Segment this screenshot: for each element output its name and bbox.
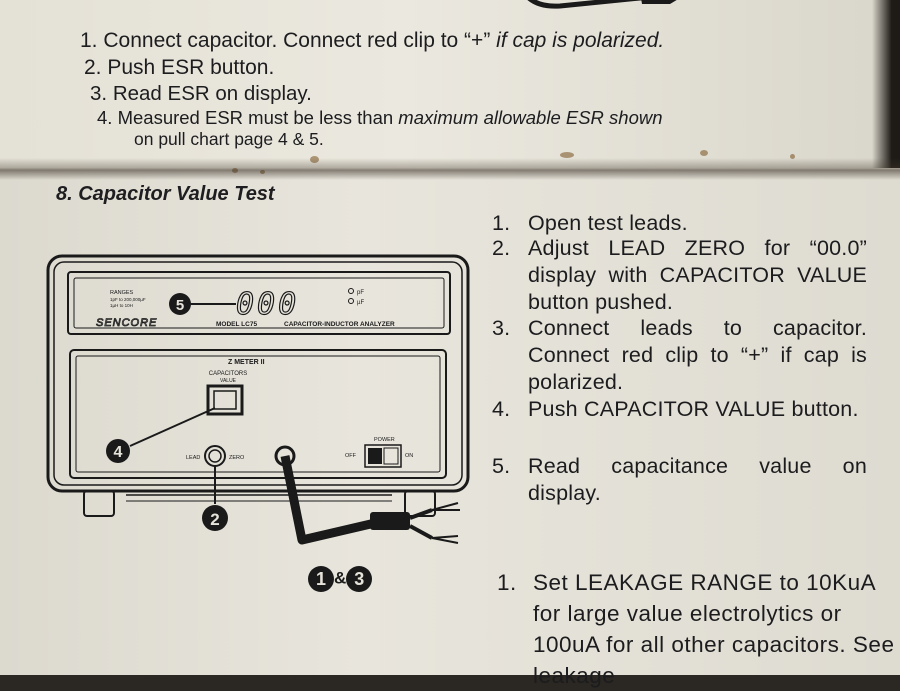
callout-3: 3: [346, 566, 373, 592]
instruction-1: 1.Open test leads.: [492, 211, 688, 235]
display-readout: 000: [236, 287, 299, 322]
ranges-line1: 1pF to 200,000µF: [110, 297, 146, 302]
ranges-label: RANGES: [110, 290, 134, 296]
on-label: ON: [405, 453, 413, 459]
instruction-3: 3.Connect leads to capacitor. Connect re…: [492, 316, 867, 394]
callout-legend: 1&3: [308, 566, 373, 592]
section-title: 8. Capacitor Value Test: [56, 183, 275, 205]
instruction-2: 2.Adjust LEAD ZERO for “00.0” display wi…: [492, 236, 867, 314]
ranges-line2: 1µH to 10H: [110, 303, 133, 308]
lead-label: LEAD: [186, 455, 200, 461]
leakage-instruction: 1.Set LEAKAGE RANGE to 10KuA for large v…: [497, 570, 895, 688]
power-label: POWER: [374, 437, 395, 443]
esr-step-1: 1. Connect capacitor. Connect red clip t…: [80, 29, 665, 52]
esr-step-3: 3. Read ESR on display.: [90, 82, 312, 105]
brand-logo: SENCORE: [96, 317, 157, 329]
callout-2: 2: [210, 510, 219, 529]
analyzer-name: CAPACITOR-INDUCTOR ANALYZER: [284, 321, 395, 328]
lc75-analyzer-diagram: RANGES 1pF to 200,000µF 1µH to 10H 5 000…: [46, 254, 470, 545]
callout-4: 4: [114, 444, 123, 461]
model-label: MODEL LC75: [216, 321, 257, 328]
esr-step-4-continued: on pull chart page 4 & 5.: [134, 129, 324, 149]
callout-1: 1: [308, 566, 334, 592]
esr-step-4: 4. Measured ESR must be less than maximu…: [97, 107, 663, 128]
legend-amp: &: [334, 568, 347, 588]
zero-label: ZERO: [229, 455, 245, 461]
test-clip-illustration: [527, 0, 677, 9]
instruction-4: 4.Push CAPACITOR VALUE button.: [492, 397, 859, 421]
panel-title: Z METER II: [228, 359, 265, 366]
cap-label-2: VALUE: [220, 378, 237, 384]
off-label: OFF: [345, 453, 357, 459]
cap-label-1: CAPACITORS: [209, 371, 247, 377]
instruction-5: 5.Read capacitance value on display.: [492, 454, 867, 505]
callout-5: 5: [176, 297, 184, 314]
bottom-page: [0, 168, 900, 675]
unit-uf: µF: [357, 300, 364, 306]
esr-step-2: 2. Push ESR button.: [84, 56, 275, 79]
top-page: 1. Connect capacitor. Connect red clip t…: [0, 0, 900, 168]
unit-pf: pF: [357, 290, 364, 296]
